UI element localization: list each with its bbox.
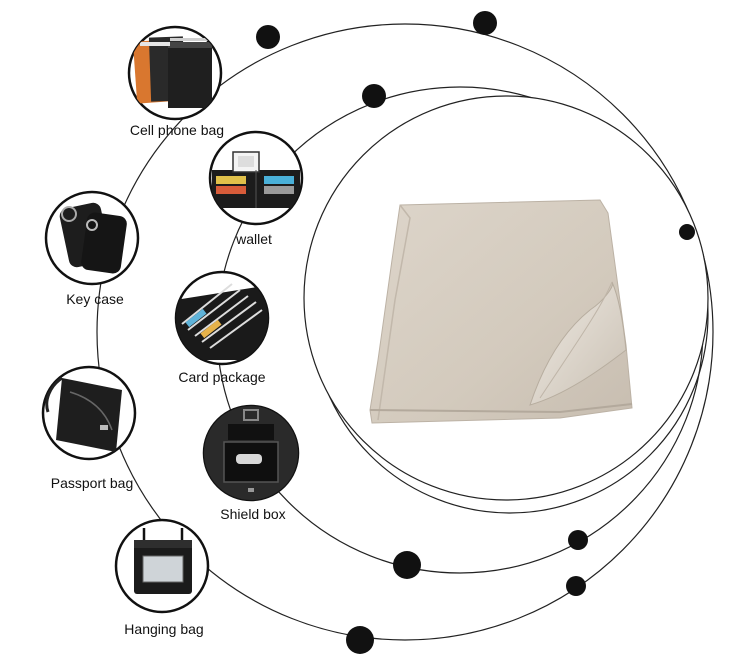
- orbit-dot: [679, 224, 695, 240]
- orbit-ring-outer: [96, 23, 714, 641]
- product-label-key-case: Key case: [66, 291, 124, 307]
- product-passport-bag: [41, 365, 137, 461]
- product-label-shield-box: Shield box: [220, 506, 286, 522]
- orbit-dot: [566, 576, 586, 596]
- orbit-dot: [362, 84, 386, 108]
- hanging-bag-icon: [134, 528, 192, 594]
- product-hanging-bag: [114, 518, 210, 614]
- orbit-dot: [393, 551, 421, 579]
- product-label-hanging-bag: Hanging bag: [124, 621, 204, 637]
- product-label-cell-phone-bag: Cell phone bag: [129, 122, 225, 138]
- wallet-icon: [212, 151, 300, 208]
- product-wallet: [208, 130, 304, 226]
- orbit-dot: [568, 530, 588, 550]
- orbit-dot: [346, 626, 374, 654]
- key-case-icon: [59, 202, 127, 274]
- product-label-card-package: Card package: [178, 369, 266, 385]
- cell-phone-bag-icon: [132, 36, 212, 108]
- orbit-dots: [256, 11, 695, 654]
- product-cell-phone-bag: [127, 25, 223, 121]
- orbit-dot: [256, 25, 280, 49]
- shield-box-icon: [204, 406, 298, 500]
- shielding-fabric-sheet-icon: [303, 95, 709, 501]
- product-key-case: [44, 190, 140, 286]
- product-card-package: [174, 270, 270, 366]
- card-package-icon: [176, 283, 268, 360]
- product-label-wallet: wallet: [236, 231, 272, 247]
- product-shield-box: [202, 404, 300, 502]
- passport-bag-icon: [45, 376, 122, 452]
- product-label-passport-bag: Passport bag: [50, 475, 134, 491]
- orbit-dot: [473, 11, 497, 35]
